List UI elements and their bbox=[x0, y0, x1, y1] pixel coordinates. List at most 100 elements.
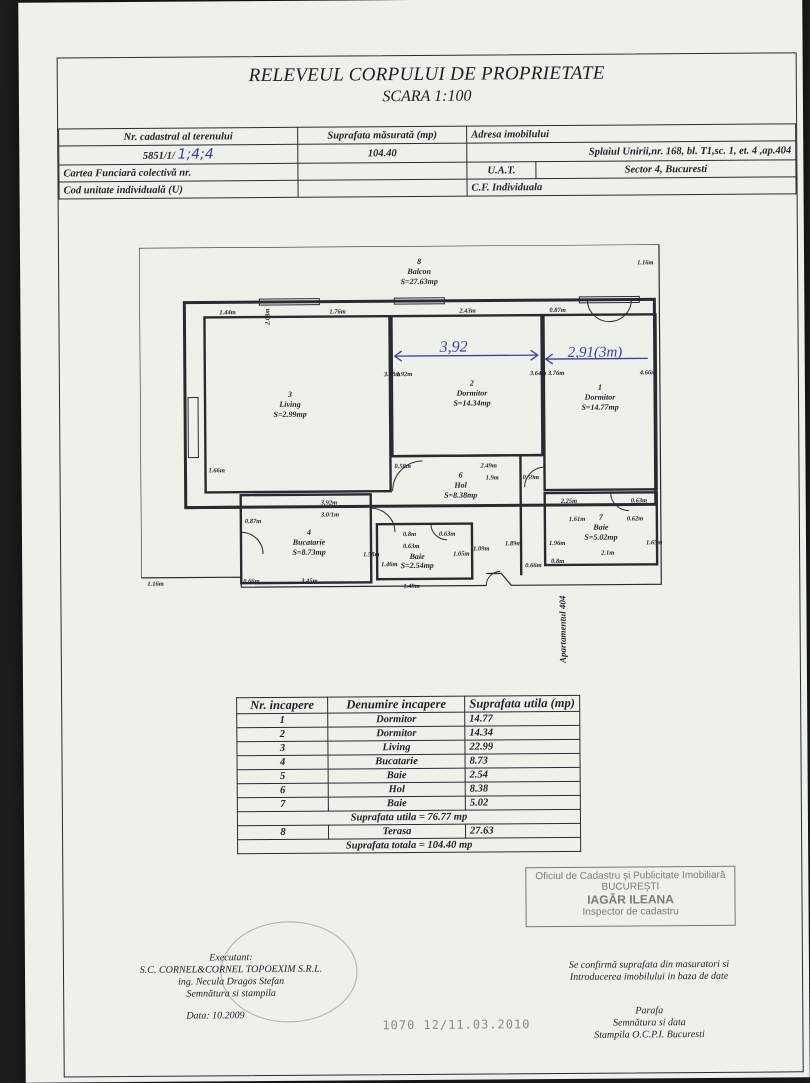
dim-label: 0.62m bbox=[627, 515, 643, 522]
dim-label: 2.08m bbox=[264, 309, 271, 326]
dim-label: 1.49m bbox=[403, 583, 419, 590]
room-name-living: Living bbox=[278, 400, 300, 409]
dim-label: 1.9m bbox=[486, 474, 499, 481]
handwritten-dim-a: 3,92 bbox=[439, 339, 468, 356]
executant-date: Data: 10.2009 bbox=[186, 1009, 356, 1022]
dim-label: 1.96m bbox=[549, 540, 565, 547]
property-header-table: Nr. cadastral al terenului Suprafata măs… bbox=[58, 123, 796, 199]
room-area-dormitor2: S=14.34mp bbox=[453, 398, 490, 407]
value-surface: 104.40 bbox=[298, 143, 467, 163]
value-address: Splaiul Unirii,nr. 168, bl. T1,sc. 1, et… bbox=[467, 141, 796, 162]
dim-label: 2.49m bbox=[479, 462, 496, 469]
col-nr: Nr. incapere bbox=[237, 697, 328, 714]
dim-label: 0.59m bbox=[523, 474, 539, 481]
room-num-dormitor2: 2 bbox=[469, 379, 474, 388]
dim-label: 1.09m bbox=[473, 545, 489, 552]
dim-label: 1.66m bbox=[208, 467, 224, 474]
room-area-dormitor1: S=14.77mp bbox=[581, 403, 618, 412]
dim-label: 1.46m bbox=[381, 561, 397, 568]
room-name-dormitor2: Dormitor bbox=[456, 388, 489, 397]
row-name: Baie bbox=[328, 796, 465, 811]
official-stamp: Oficiul de Cadastru și Publicitate Imobi… bbox=[525, 866, 735, 927]
room-area-baie7: S=5.02mp bbox=[584, 533, 617, 542]
dim-label: 3.92m bbox=[320, 500, 337, 507]
row-nr: 2 bbox=[237, 727, 328, 742]
room-num-living: 3 bbox=[287, 390, 292, 399]
label-surface: Suprafata măsurată (mp) bbox=[298, 126, 467, 144]
empty-cell bbox=[298, 179, 467, 197]
row-name: Bucatarie bbox=[328, 754, 465, 769]
dim-label: 3.0/1m bbox=[320, 512, 339, 519]
document-title: RELEVEUL CORPULUI DE PROPRIETATE bbox=[58, 61, 796, 88]
document-scale: SCARA 1:100 bbox=[58, 85, 796, 108]
row-area: 14.34 bbox=[465, 725, 580, 740]
document-page: RELEVEUL CORPULUI DE PROPRIETATE SCARA 1… bbox=[18, 0, 810, 1083]
grand-total: Suprafata totala = 104.40 mp bbox=[238, 837, 581, 853]
room-num-balcon: 8 bbox=[417, 257, 421, 266]
room-area-hol: S=8.38mp bbox=[444, 491, 477, 500]
date-stamp: 1070 12/11.03.2010 bbox=[382, 1017, 530, 1032]
executant-signature: Semnătura si stampila bbox=[106, 987, 356, 1001]
dim-label: 0.63m bbox=[631, 497, 647, 504]
row-name: Dormitor bbox=[328, 712, 465, 727]
confirm-line-2: Introducerea imobilului in baza de date bbox=[504, 970, 794, 984]
label-cf: C.F. Individuala bbox=[467, 177, 796, 196]
room-area-baie5: S=2.54mp bbox=[401, 561, 434, 570]
dim-label: 0.66m bbox=[243, 578, 259, 585]
row-name: Living bbox=[328, 740, 465, 755]
label-cadastral: Nr. cadastral al terenului bbox=[59, 127, 298, 146]
rooms-table-header: Nr. incapere Denumire incapere Suprafata… bbox=[237, 695, 580, 713]
room-area-balcon: S=27.63mp bbox=[401, 277, 438, 286]
dim-label: 1.44m bbox=[219, 309, 235, 316]
row-area: 2.54 bbox=[465, 767, 580, 782]
row-area: 14.77 bbox=[465, 711, 580, 726]
row-area: 5.02 bbox=[465, 795, 580, 810]
dim-label: 0.87m bbox=[549, 307, 565, 314]
row-area: 8.38 bbox=[465, 781, 580, 796]
dim-label: 1.89m bbox=[505, 540, 521, 547]
row-nr: 7 bbox=[237, 797, 328, 812]
stamp-line-1: Oficiul de Cadastru și Publicitate Imobi… bbox=[526, 870, 734, 882]
room-area-living: S=2.99mp bbox=[273, 410, 306, 419]
dim-label: 0.63m bbox=[439, 531, 455, 538]
label-cod: Cod unitate individuală (U) bbox=[59, 180, 298, 199]
dim-label: 0.87m bbox=[245, 518, 261, 525]
row-area: 22.99 bbox=[465, 739, 580, 754]
document-frame: RELEVEUL CORPULUI DE PROPRIETATE SCARA 1… bbox=[57, 52, 804, 1077]
dim-label: 4.66m bbox=[639, 369, 656, 376]
dim-label: 1.61m bbox=[569, 516, 585, 523]
stamp-line-3: IAGĂR ILEANA bbox=[526, 892, 734, 907]
row-nr: 1 bbox=[237, 713, 328, 728]
row-name: Baie bbox=[328, 768, 465, 783]
dim-label: 0.63m bbox=[403, 543, 419, 550]
entrance-label: Apartamentul 404 bbox=[557, 595, 567, 664]
row-area: 27.63 bbox=[465, 823, 580, 838]
executant-block: Executant: S.C. CORNEL&CORNEL TOPOEXIM S… bbox=[106, 951, 356, 1023]
dim-label: 1.76m bbox=[329, 308, 345, 315]
dim-label: 2.43m bbox=[458, 308, 475, 315]
row-nr: 3 bbox=[237, 741, 328, 756]
cadastral-handwritten: 1;4;4 bbox=[178, 146, 214, 162]
dim-label: 1.58m bbox=[363, 551, 379, 558]
dim-label: 1.05m bbox=[453, 551, 469, 558]
row-nr: 6 bbox=[237, 783, 328, 798]
executant-company: S.C. CORNEL&CORNEL TOPOEXIM S.R.L. bbox=[106, 963, 356, 977]
room-num-dormitor1: 1 bbox=[598, 383, 602, 392]
handwritten-dim-b: 2,91(3m) bbox=[568, 345, 623, 361]
row-name: Terasa bbox=[328, 824, 465, 839]
row-name: Hol bbox=[328, 782, 465, 797]
plan-walls bbox=[139, 244, 661, 588]
room-name-bucatarie: Bucatarie bbox=[292, 538, 326, 547]
confirmation-block: Se confirmă suprafata din masuratori si … bbox=[504, 958, 795, 1042]
value-cadastral: 5851/1/ 1;4;4 bbox=[59, 144, 298, 165]
room-name-hol: Hol bbox=[453, 481, 467, 490]
room-num-baie7: 7 bbox=[599, 513, 604, 522]
dim-label: 0.66m bbox=[525, 562, 541, 569]
room-name-baie5: Baie bbox=[409, 552, 426, 561]
room-area-bucatarie: S=8.73mp bbox=[292, 548, 325, 557]
dim-label: 3.45m bbox=[300, 578, 317, 585]
dimension-labels: 1.44m 1.76m 2.43m 0.87m 2.08m 3.78m 3.92… bbox=[145, 259, 663, 592]
row-nr: 4 bbox=[237, 755, 328, 770]
dim-label: 3.64m bbox=[529, 370, 546, 377]
room-name-balcon: Balcon bbox=[406, 267, 431, 276]
